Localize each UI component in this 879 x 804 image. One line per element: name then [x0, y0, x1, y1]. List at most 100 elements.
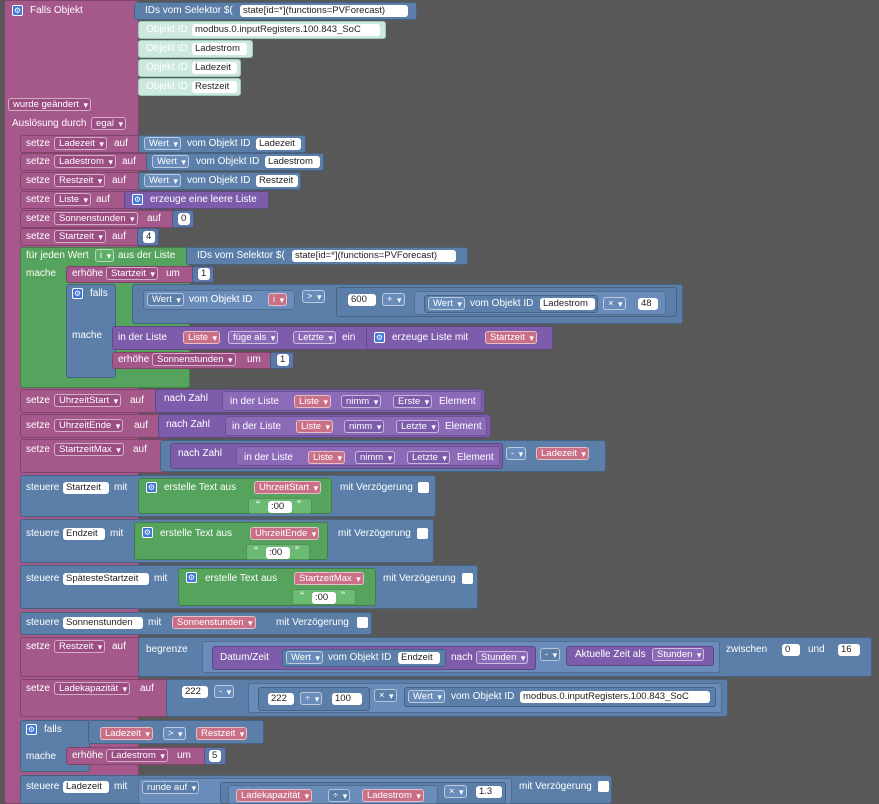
var-dropdown[interactable]: Startzeit: [106, 267, 158, 280]
gear-icon[interactable]: ⚙: [72, 288, 83, 299]
wert-dropdown[interactable]: Wert: [144, 174, 181, 187]
var-dropdown[interactable]: Ladezeit: [54, 137, 107, 150]
delay-checkbox[interactable]: [357, 617, 368, 628]
var-dropdown[interactable]: Ladezeit: [536, 447, 589, 460]
number-field[interactable]: 48: [638, 298, 658, 310]
objekt-id-field[interactable]: Ladezeit: [256, 138, 301, 150]
objekt-id-field[interactable]: Restzeit: [256, 175, 298, 187]
times-dropdown[interactable]: ×: [374, 689, 397, 702]
var-dropdown[interactable]: UhrzeitEnde: [250, 527, 320, 540]
var-dropdown[interactable]: Restzeit: [54, 640, 106, 653]
var-dropdown[interactable]: Startzeit: [485, 331, 537, 344]
var-dropdown[interactable]: Sonnenstunden: [54, 212, 138, 225]
gear-icon[interactable]: ⚙: [26, 724, 37, 735]
number-field[interactable]: 222: [268, 693, 294, 705]
gear-icon[interactable]: ⚙: [146, 482, 157, 493]
fuege-als-dropdown[interactable]: füge als: [228, 331, 279, 344]
loop-var-dropdown[interactable]: i: [95, 249, 115, 262]
operator-dropdown[interactable]: >: [302, 290, 325, 303]
gear-icon[interactable]: ⚙: [374, 332, 385, 343]
delay-checkbox[interactable]: [417, 528, 428, 539]
minus-dropdown[interactable]: -: [214, 685, 235, 698]
objekt-id-field[interactable]: Ladezeit: [192, 62, 237, 74]
nimm-dropdown[interactable]: nimm: [341, 395, 382, 408]
var-dropdown[interactable]: Restzeit: [196, 727, 248, 740]
divide-dropdown[interactable]: ÷: [300, 692, 323, 705]
gear-icon[interactable]: ⚙: [186, 572, 197, 583]
var-dropdown[interactable]: Startzeit: [54, 230, 106, 243]
number-field[interactable]: 5: [209, 750, 221, 762]
var-dropdown[interactable]: Ladestrom: [54, 155, 116, 168]
number-field[interactable]: 0: [178, 213, 190, 225]
objekt-id-field[interactable]: Endzeit: [63, 528, 105, 540]
var-dropdown[interactable]: Ladekapazität: [54, 682, 131, 695]
list-var-dropdown[interactable]: Liste: [308, 451, 346, 464]
number-field[interactable]: 4: [143, 231, 155, 243]
delay-checkbox[interactable]: [462, 573, 473, 584]
objekt-id-field[interactable]: Ladestrom: [540, 298, 595, 310]
objekt-id-field[interactable]: modbus.0.inputRegisters.100.843_SoC: [520, 691, 710, 703]
var-dropdown[interactable]: Sonnenstunden: [172, 616, 256, 629]
gear-icon[interactable]: ⚙: [142, 527, 153, 538]
text-field[interactable]: :00: [268, 501, 292, 513]
times-dropdown[interactable]: ×: [444, 785, 467, 798]
number-field[interactable]: 600: [348, 294, 376, 306]
divide-dropdown[interactable]: ÷: [328, 789, 351, 802]
var-dropdown[interactable]: UhrzeitEnde: [54, 419, 124, 432]
wert-dropdown[interactable]: Wert: [144, 137, 181, 150]
list-var-dropdown[interactable]: Liste: [183, 331, 221, 344]
delay-checkbox[interactable]: [598, 781, 609, 792]
egal-dropdown[interactable]: egal: [91, 117, 126, 130]
empty-list-block[interactable]: [124, 191, 269, 209]
wurde-geaendert-dropdown[interactable]: wurde geändert: [8, 98, 92, 111]
objekt-id-field[interactable]: Restzeit: [192, 81, 237, 93]
if-block[interactable]: [66, 284, 116, 378]
number-field[interactable]: 222: [182, 686, 208, 698]
runde-auf-dropdown[interactable]: runde auf: [142, 781, 200, 794]
plus-dropdown[interactable]: +: [382, 293, 405, 306]
wert-dropdown[interactable]: Wert: [408, 690, 445, 703]
letzte-dropdown[interactable]: Letzte: [407, 451, 450, 464]
list-var-dropdown[interactable]: Liste: [296, 420, 334, 433]
objekt-id-field[interactable]: Ladezeit: [63, 781, 109, 793]
var-dropdown[interactable]: StartzeitMax: [294, 572, 364, 585]
operator-dropdown[interactable]: >: [163, 727, 186, 740]
nimm-dropdown[interactable]: nimm: [355, 451, 396, 464]
number-field[interactable]: 1: [277, 354, 289, 366]
objekt-id-field[interactable]: Startzeit: [63, 482, 109, 494]
text-field[interactable]: :00: [266, 547, 290, 559]
var-dropdown[interactable]: UhrzeitStart: [254, 481, 322, 494]
objekt-id-field[interactable]: SpätesteStartzeit: [63, 573, 149, 585]
objekt-id-field[interactable]: Ladestrom: [265, 156, 320, 168]
number-field[interactable]: 16: [838, 644, 860, 656]
nimm-dropdown[interactable]: nimm: [344, 420, 385, 433]
number-field[interactable]: 1.3: [476, 786, 502, 798]
wert-dropdown[interactable]: Wert: [147, 293, 184, 306]
var-dropdown[interactable]: Sonnenstunden: [152, 353, 236, 366]
times-dropdown[interactable]: ×: [603, 297, 626, 310]
number-field[interactable]: 0: [782, 644, 800, 656]
selector-field[interactable]: state[id=*](functions=PVForecast): [292, 250, 456, 262]
minus-dropdown[interactable]: -: [540, 648, 561, 661]
var-dropdown[interactable]: Liste: [54, 193, 92, 206]
var-dropdown[interactable]: Ladekapazität: [236, 789, 313, 802]
stunden-dropdown[interactable]: Stunden: [476, 651, 529, 664]
var-dropdown[interactable]: Ladestrom: [106, 749, 168, 762]
var-dropdown[interactable]: StartzeitMax: [54, 443, 124, 456]
setze-startzeitmax-block[interactable]: [20, 439, 170, 473]
delay-checkbox[interactable]: [418, 482, 429, 493]
letzte-dropdown[interactable]: Letzte: [293, 331, 336, 344]
objekt-id-field[interactable]: modbus.0.inputRegisters.100.843_SoC: [192, 24, 380, 36]
objekt-id-field[interactable]: Sonnenstunden: [63, 617, 143, 629]
wert-dropdown[interactable]: Wert: [428, 297, 465, 310]
wert-dropdown[interactable]: Wert: [286, 651, 323, 664]
var-dropdown[interactable]: UhrzeitStart: [54, 394, 122, 407]
text-field[interactable]: :00: [312, 592, 336, 604]
selector-field[interactable]: state[id=*](functions=PVForecast): [240, 5, 408, 17]
list-var-dropdown[interactable]: Liste: [294, 395, 332, 408]
stunden-dropdown[interactable]: Stunden: [652, 648, 705, 661]
gear-icon[interactable]: ⚙: [132, 194, 143, 205]
var-dropdown[interactable]: Restzeit: [54, 174, 106, 187]
objekt-id-field[interactable]: Endzeit: [398, 652, 440, 664]
gear-icon[interactable]: ⚙: [12, 5, 23, 16]
